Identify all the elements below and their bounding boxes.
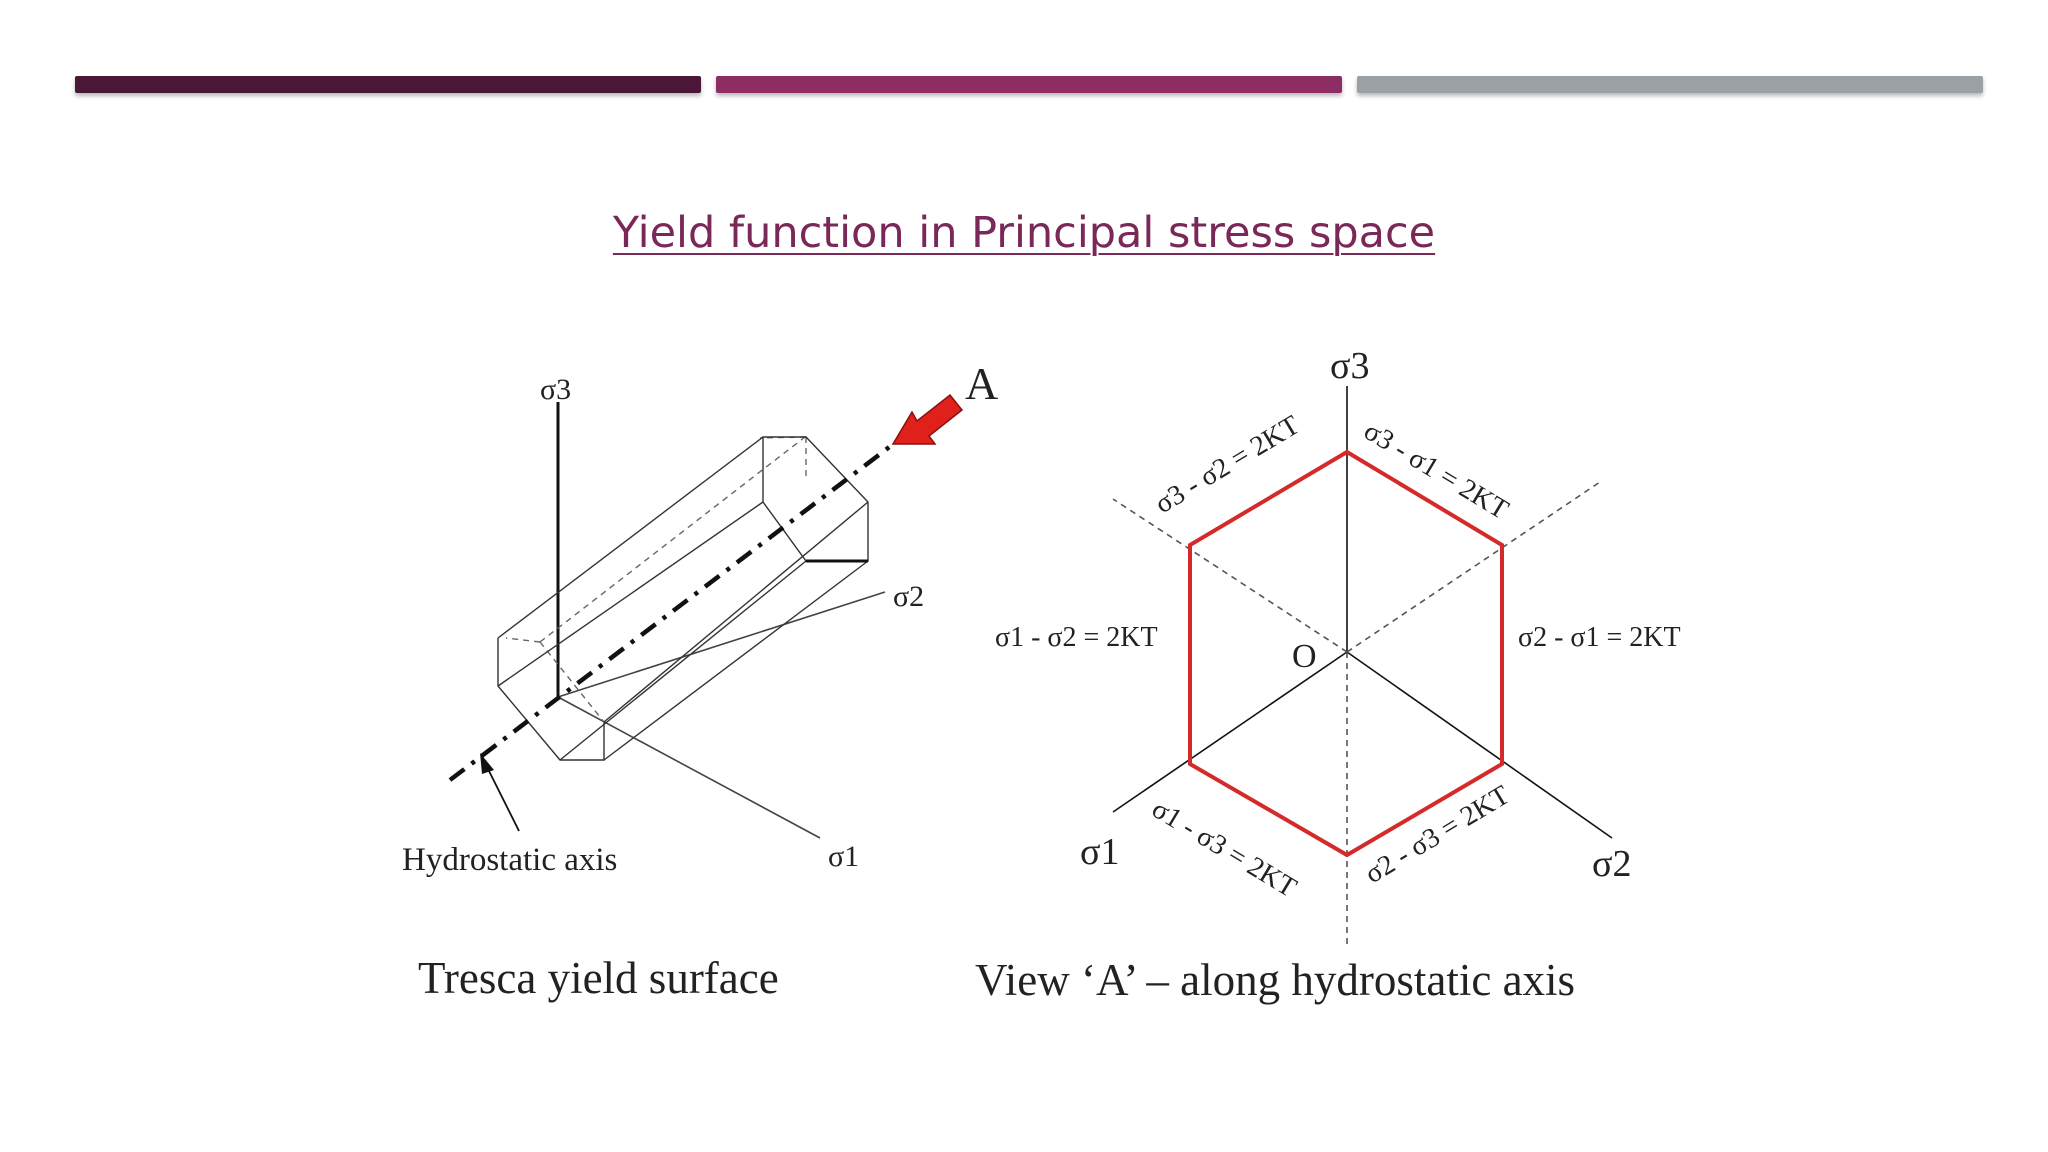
sigma1-axis-line bbox=[557, 696, 821, 839]
header-bar-dark bbox=[75, 76, 701, 93]
hydrostatic-pointer-head bbox=[480, 753, 494, 774]
origin-label: O bbox=[1292, 638, 1317, 675]
edge-left-equation: σ1 - σ2 = 2KT bbox=[995, 622, 1158, 653]
left-caption: Tresca yield surface bbox=[418, 953, 779, 1003]
left-sigma2-label: σ2 bbox=[893, 580, 924, 613]
edge-top-left-equation: σ3 - σ2 = 2KT bbox=[1150, 410, 1305, 520]
view-a-label: A bbox=[965, 358, 998, 409]
edge-bottom-left-equation: σ1 - σ3 = 2KT bbox=[1146, 793, 1301, 903]
left-sigma1-label: σ1 bbox=[828, 840, 859, 873]
right-sigma1-label: σ1 bbox=[1080, 831, 1119, 873]
edge-right-equation: σ2 - σ1 = 2KT bbox=[1518, 622, 1681, 653]
hydrostatic-axis-line bbox=[448, 443, 894, 782]
view-a-arrow-icon bbox=[891, 393, 964, 445]
hydrostatic-axis-label: Hydrostatic axis bbox=[402, 842, 617, 878]
right-sigma1-axis bbox=[1112, 651, 1348, 813]
right-sigma3-label: σ3 bbox=[1330, 345, 1369, 387]
right-sigma2-label: σ2 bbox=[1592, 843, 1631, 885]
dashed-axis-extensions bbox=[1112, 481, 1601, 948]
right-caption: View ‘A’ – along hydrostatic axis bbox=[975, 955, 1575, 1005]
sigma2-axis-line bbox=[557, 591, 886, 698]
tresca-prism-figure: σ3 σ2 σ1 A Hydrostatic axis Tresca yield… bbox=[402, 358, 998, 1003]
header-bar-magenta bbox=[716, 76, 1342, 93]
tresca-hexagon bbox=[1188, 449, 1504, 858]
left-sigma3-label: σ3 bbox=[540, 373, 571, 406]
header-bar-grey bbox=[1357, 76, 1983, 93]
deviatoric-view-figure: σ3 σ1 σ2 O σ3 - σ2 = 2KT σ3 - σ1 = 2KT σ… bbox=[975, 345, 1681, 1005]
hydrostatic-pointer bbox=[485, 764, 520, 832]
prism-outline bbox=[497, 436, 869, 761]
slide-title: Yield function in Principal stress space bbox=[612, 208, 1436, 258]
right-sigma2-axis bbox=[1346, 651, 1613, 839]
